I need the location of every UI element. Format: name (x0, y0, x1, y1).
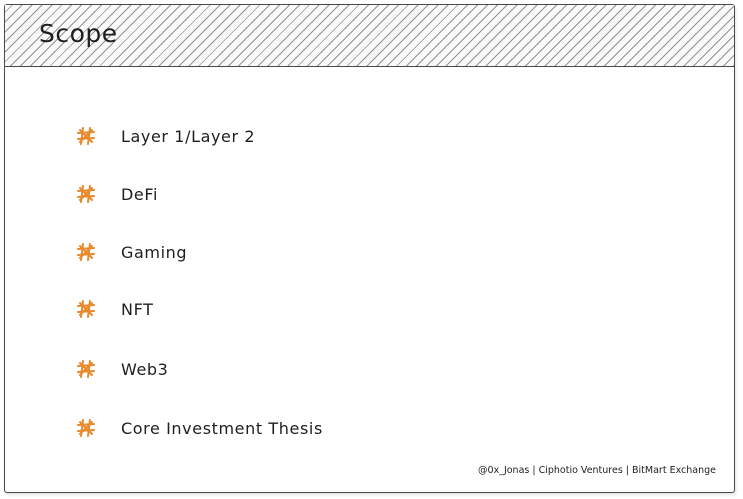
hash-icon (75, 183, 97, 205)
list-item: NFT (75, 295, 153, 323)
list-item: Layer 1/Layer 2 (75, 122, 255, 150)
slide-card: Scope Layer 1/Layer 2 DeFi (4, 4, 735, 493)
footer-credit: @0x_Jonas | Ciphotio Ventures | BitMart … (478, 465, 716, 476)
list-item-label: DeFi (121, 184, 159, 204)
list-item-label: NFT (121, 299, 154, 319)
list-item: Gaming (75, 238, 187, 266)
list-item: Web3 (75, 355, 168, 383)
hash-icon (75, 358, 97, 380)
hash-icon (75, 298, 97, 320)
list-item-label: Gaming (121, 242, 188, 262)
list-item-label: Layer 1/Layer 2 (121, 126, 256, 146)
list-item-label: Core Investment Thesis (121, 418, 323, 438)
slide-title: Scope (39, 19, 118, 48)
hash-icon (75, 241, 97, 263)
list-item-label: Web3 (121, 359, 169, 379)
slide-header: Scope (5, 5, 734, 67)
list-item: DeFi (75, 180, 158, 208)
hash-icon (75, 417, 97, 439)
hash-icon (75, 125, 97, 147)
list-item: Core Investment Thesis (75, 414, 323, 442)
